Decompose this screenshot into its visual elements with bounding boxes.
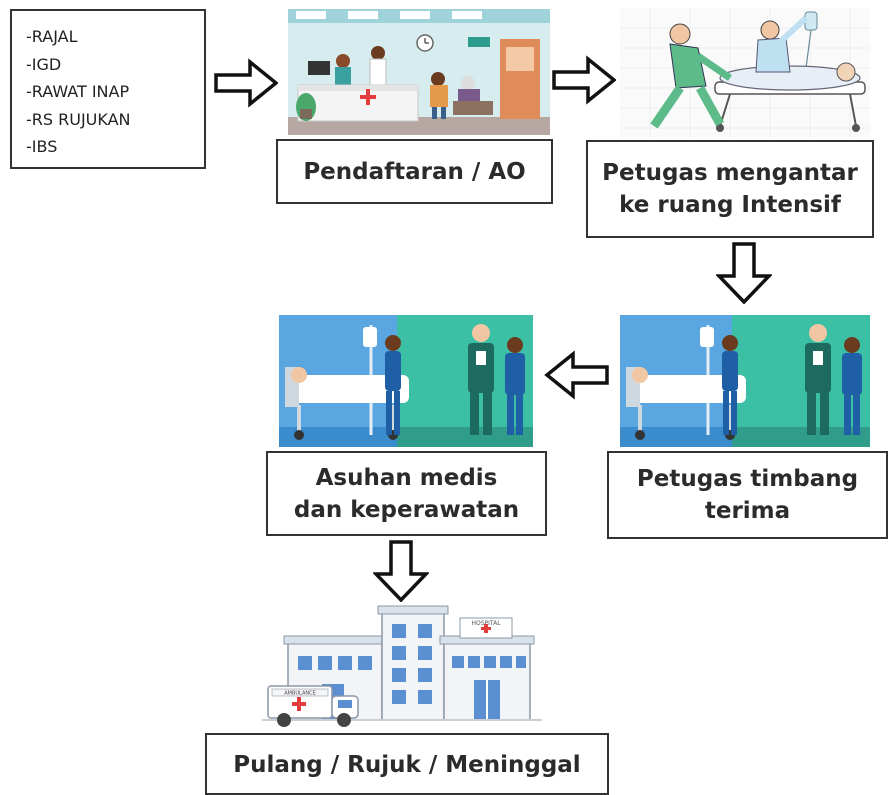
step-registration-label: Pendaftaran / AO: [303, 158, 526, 185]
step-care-label-line2: dan keperawatan: [293, 496, 520, 523]
source-units-box: -RAJAL -IGD -RAWAT INAP -RS RUJUKAN -IBS: [10, 9, 206, 169]
step-handover-label-line1: Petugas timbang: [636, 466, 859, 492]
source-item: -RS RUJUKAN: [26, 109, 131, 129]
step-care-label-line1: Asuhan medis: [315, 464, 498, 491]
step-transport: Petugas mengantar ke ruang Intensif: [586, 140, 874, 238]
arrow-down-icon: [373, 540, 429, 602]
step-transport-label-line2: ke ruang Intensif: [619, 192, 841, 218]
arrow-right-icon: [214, 58, 278, 108]
source-item: -RAWAT INAP: [26, 82, 130, 101]
source-item: -IGD: [26, 54, 62, 74]
arrow-down-icon: [716, 242, 772, 304]
care-illustration: [279, 315, 533, 447]
source-item: -RAJAL: [26, 27, 78, 46]
stretcher-transport-illustration: [620, 8, 870, 138]
arrow-right-icon: [552, 55, 616, 105]
handover-illustration: [620, 315, 870, 447]
step-handover-label-line2: terima: [704, 498, 791, 524]
step-transport-label-line1: Petugas mengantar: [602, 160, 858, 186]
source-item: -IBS: [26, 137, 58, 156]
step-handover: Petugas timbang terima: [607, 451, 888, 539]
hospital-sign-text: HOSPITAL: [471, 620, 501, 627]
step-outcome: Pulang / Rujuk / Meninggal: [205, 733, 609, 795]
hospital-illustration: HOSPITAL AMBULANCE: [262, 604, 542, 732]
step-registration: Pendaftaran / AO: [276, 139, 553, 204]
arrow-left-icon: [544, 350, 609, 400]
step-care: Asuhan medis dan keperawatan: [266, 451, 547, 536]
reception-illustration: [288, 9, 550, 135]
ambulance-sign-text: AMBULANCE: [284, 691, 316, 697]
step-outcome-label: Pulang / Rujuk / Meninggal: [233, 752, 581, 778]
